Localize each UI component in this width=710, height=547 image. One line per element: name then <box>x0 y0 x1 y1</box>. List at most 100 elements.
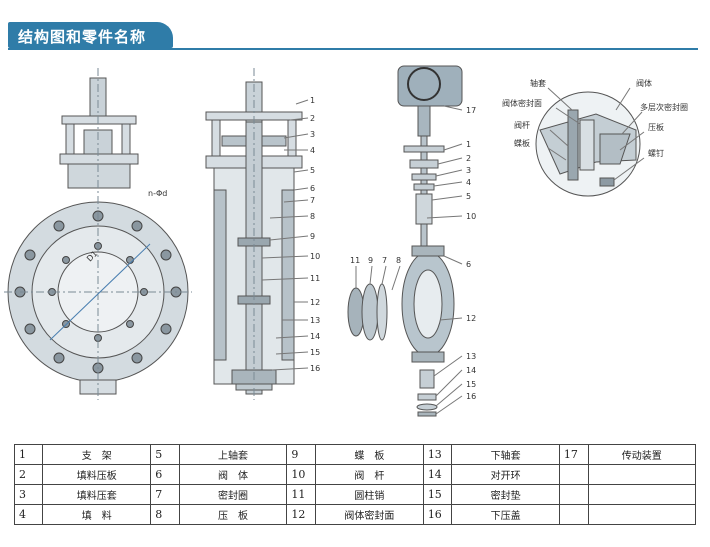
empty-cell <box>558 484 589 505</box>
part-num: 8 <box>150 504 180 525</box>
callout: 15 <box>466 380 476 389</box>
part-num: 7 <box>150 484 180 505</box>
callout: 3 <box>310 130 315 139</box>
table-row: 3 填料压套 7 密封圈 11 圆柱销 15 密封垫 <box>13 484 697 505</box>
part-num: 9 <box>286 444 317 465</box>
callout: 15 <box>310 348 320 357</box>
part-name: 圆柱销 <box>315 484 424 505</box>
callout: 11 <box>350 256 360 265</box>
callout: 16 <box>310 364 320 373</box>
part-num: 11 <box>286 484 317 505</box>
callout: 10 <box>466 212 476 221</box>
table-row: 4 填 料 8 压 板 12 阀体密封面 16 下压盖 <box>13 504 697 525</box>
section-header: 结构图和零件名称 <box>8 22 173 48</box>
callout: 13 <box>466 352 476 361</box>
callout: 12 <box>310 298 320 307</box>
part-name: 下轴套 <box>451 444 560 465</box>
callout: 6 <box>310 184 315 193</box>
parts-table: 1 支 架 5 上轴套 9 蝶 板 13 下轴套 17 传动装置 2 填料压板 … <box>13 444 697 525</box>
part-num: 5 <box>150 444 180 465</box>
part-name: 下压盖 <box>451 504 560 525</box>
section-title: 结构图和零件名称 <box>18 28 147 46</box>
callout: 8 <box>310 212 315 221</box>
callout: 11 <box>310 274 320 283</box>
header-divider <box>8 48 698 50</box>
part-name: 蝶 板 <box>315 444 424 465</box>
empty-cell <box>587 504 697 525</box>
part-name: 阀 杆 <box>315 464 424 485</box>
part-num: 13 <box>422 444 453 465</box>
part-name: 上轴套 <box>178 444 288 465</box>
callout: 5 <box>466 192 471 201</box>
part-name: 对开环 <box>451 464 560 485</box>
detail-label-multilayer-seal: 多层次密封圈 <box>640 102 688 112</box>
table-row: 2 填料压板 6 阀 体 10 阀 杆 14 对开环 <box>13 464 697 485</box>
detail-label-body: 阀体 <box>636 78 652 88</box>
part-num: 16 <box>422 504 453 525</box>
part-num: 3 <box>13 484 44 505</box>
part-num: 12 <box>286 504 317 525</box>
callout: 4 <box>466 178 471 187</box>
detail-labels: 轴套 阀体 阀体密封面 多层次密封圈 阀杆 压板 蝶板 螺钉 <box>502 78 688 158</box>
part-name: 填 料 <box>42 504 152 525</box>
detail-label-screw: 螺钉 <box>648 148 664 158</box>
callout: 6 <box>466 260 471 269</box>
part-name: 传动装置 <box>587 444 697 465</box>
part-name: 压 板 <box>178 504 288 525</box>
callout: 7 <box>310 196 315 205</box>
callout: 5 <box>310 166 315 175</box>
callout: 10 <box>310 252 320 261</box>
table-row: 1 支 架 5 上轴套 9 蝶 板 13 下轴套 17 传动装置 <box>13 444 697 465</box>
callout: 7 <box>382 256 387 265</box>
part-num: 10 <box>286 464 317 485</box>
part-num: 4 <box>13 504 44 525</box>
part-name: 阀 体 <box>178 464 288 485</box>
callout: 9 <box>310 232 315 241</box>
section-view <box>205 68 303 400</box>
callout: 14 <box>310 332 320 341</box>
part-name: 支 架 <box>42 444 152 465</box>
empty-cell <box>587 464 697 485</box>
part-name: 填料压板 <box>42 464 152 485</box>
section-callouts: 1 2 3 4 5 6 7 8 9 10 11 12 13 14 15 16 <box>310 96 320 373</box>
callout: 3 <box>466 166 471 175</box>
part-num: 17 <box>558 444 589 465</box>
callout: 2 <box>466 154 471 163</box>
callout: 12 <box>466 314 476 323</box>
front-view <box>4 68 192 400</box>
callout: 17 <box>466 106 476 115</box>
callout: 2 <box>310 114 315 123</box>
callout: 8 <box>396 256 401 265</box>
section-callout-lines <box>261 99 309 371</box>
detail-label-body-seat: 阀体密封面 <box>502 98 542 108</box>
callout: 4 <box>310 146 315 155</box>
empty-cell <box>558 504 589 525</box>
detail-label-stem: 阀杆 <box>514 120 530 130</box>
exploded-callouts: 17 1 2 3 4 5 10 6 12 13 14 15 16 11 9 7 … <box>350 106 476 401</box>
empty-cell <box>558 464 589 485</box>
callout: 9 <box>368 256 373 265</box>
callout: 1 <box>466 140 471 149</box>
part-name: 填料压套 <box>42 484 152 505</box>
part-name: 密封垫 <box>451 484 560 505</box>
valve-drawing: n-Φd D1 1 2 3 4 5 6 7 8 <box>4 65 688 417</box>
part-num: 1 <box>13 444 44 465</box>
detail-label-plate: 压板 <box>648 122 664 132</box>
callout: 16 <box>466 392 476 401</box>
detail-label-bushing: 轴套 <box>530 78 546 88</box>
part-num: 2 <box>13 464 44 485</box>
callout: 14 <box>466 366 476 375</box>
exploded-callout-lines <box>355 105 463 415</box>
detail-view <box>535 91 641 197</box>
part-name: 阀体密封面 <box>315 504 424 525</box>
part-num: 15 <box>422 484 453 505</box>
callout: 1 <box>310 96 315 105</box>
part-num: 14 <box>422 464 453 485</box>
empty-cell <box>587 484 697 505</box>
part-name: 密封圈 <box>178 484 288 505</box>
exploded-view <box>347 65 463 417</box>
detail-label-lines <box>547 87 645 181</box>
callout: 13 <box>310 316 320 325</box>
part-num: 6 <box>150 464 180 485</box>
detail-label-disc: 蝶板 <box>514 138 530 148</box>
